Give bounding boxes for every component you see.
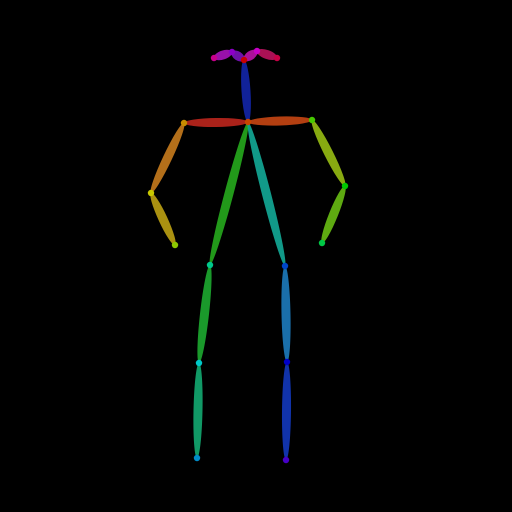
joint-right-hip (206, 261, 214, 269)
limb-left-thigh (281, 265, 291, 363)
limb-right-eye-ear (213, 49, 233, 61)
joint-right-wrist (171, 241, 179, 249)
limb-right-thigh (197, 264, 212, 364)
joint-left-ankle (282, 456, 290, 464)
joint-left-knee (283, 358, 291, 366)
limb-neck-right-shoulder (183, 117, 249, 128)
limb-left-eye-ear (256, 48, 278, 61)
limb-left-upper-arm (311, 119, 346, 187)
limb-neck-left-hip (247, 121, 286, 267)
joint-left-wrist (318, 239, 326, 247)
joint-right-eye (228, 48, 236, 56)
limb-right-upper-arm (150, 122, 185, 194)
joint-left-eye (253, 47, 261, 55)
limb-left-forearm (321, 185, 346, 244)
limb-neck-nose (241, 59, 251, 123)
limb-neck-right-hip (209, 121, 249, 266)
limb-left-shin (281, 361, 292, 461)
joint-right-elbow (147, 189, 155, 197)
joint-right-ear (210, 54, 218, 62)
joint-left-ear (273, 54, 281, 62)
joint-left-elbow (341, 182, 349, 190)
joint-left-hip (281, 262, 289, 270)
limb-nose-left-eye (243, 49, 258, 62)
joint-right-shoulder (180, 119, 188, 127)
limb-neck-left-shoulder (247, 116, 313, 126)
limbs-layer (150, 48, 346, 461)
joint-neck (244, 118, 252, 126)
joint-nose (240, 56, 248, 64)
limb-right-forearm (150, 192, 176, 246)
joints-layer (147, 47, 349, 464)
joint-right-ankle (193, 454, 201, 462)
joint-right-knee (195, 359, 203, 367)
joint-left-shoulder (308, 116, 316, 124)
limb-right-shin (193, 362, 203, 459)
